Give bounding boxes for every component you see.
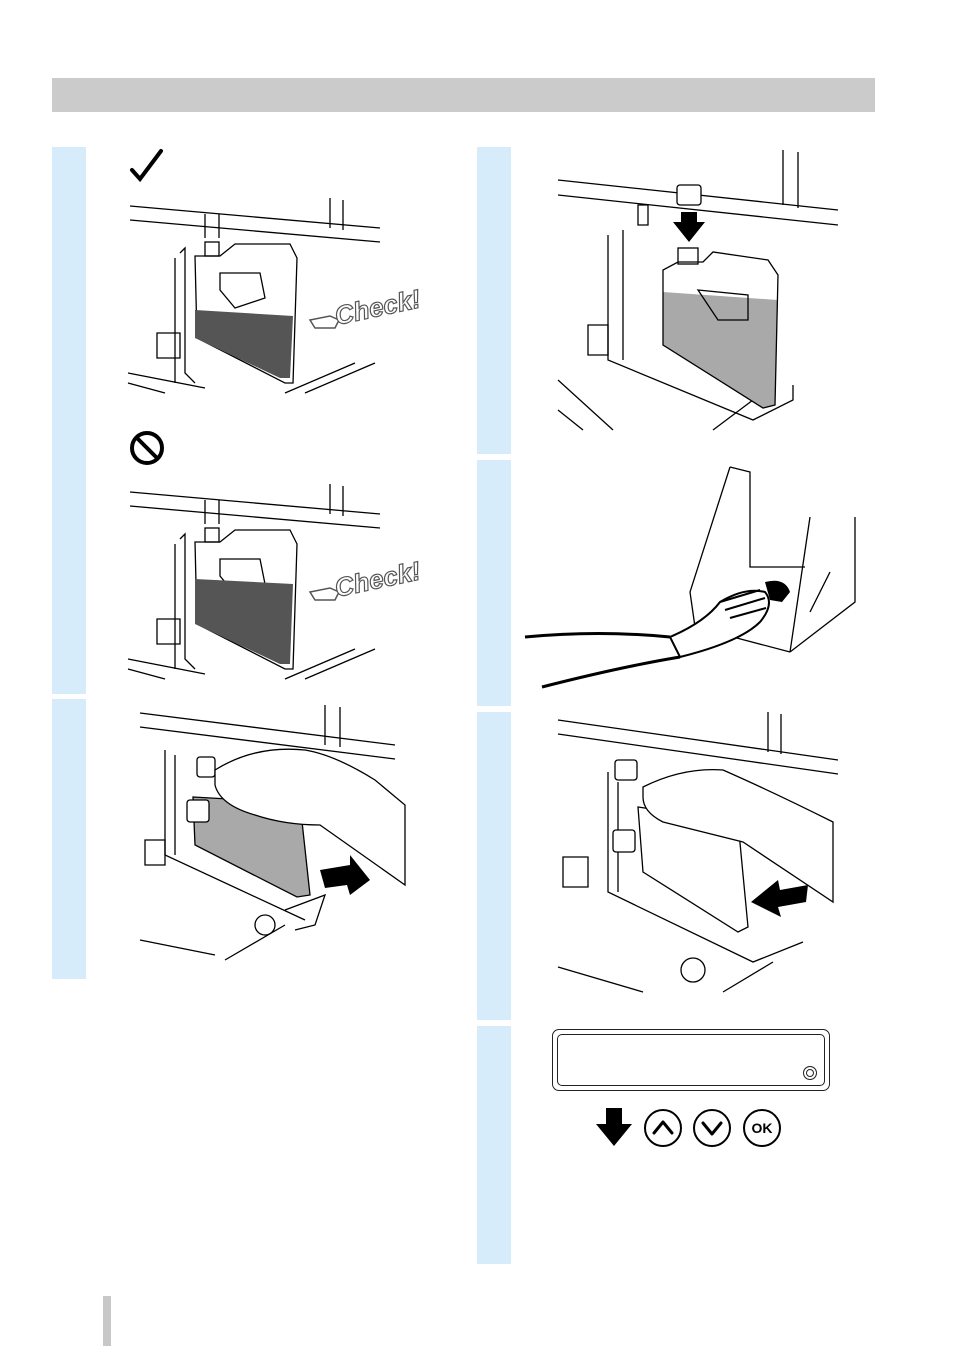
step-bar-1: [52, 147, 86, 694]
display-screen: [557, 1034, 825, 1086]
ink-bottle-overfilled-figure: Check!: [125, 484, 425, 684]
down-arrow-icon: [596, 1108, 632, 1146]
up-button[interactable]: [645, 1110, 681, 1146]
section-header-bar: [52, 78, 875, 112]
close-bottle-cap-figure: [553, 150, 853, 440]
operation-panel-display: [552, 1029, 830, 1091]
insert-ink-bottle-figure: [553, 712, 843, 1002]
step-bar-4: [477, 460, 511, 706]
down-button[interactable]: [694, 1110, 730, 1146]
panel-key-sequence: OK: [596, 1106, 786, 1150]
pull-out-arrow-icon: [320, 855, 370, 895]
step-bar-3: [477, 147, 511, 454]
step-bar-2: [52, 699, 86, 979]
step-bar-5: [477, 712, 511, 1020]
page-footer-bar: [103, 1296, 111, 1346]
status-lamp: [803, 1066, 817, 1080]
check-label: Check!: [332, 283, 423, 330]
check-label: Check!: [332, 555, 423, 602]
checkmark-icon: [128, 148, 168, 184]
remove-ink-bottle-figure: [135, 705, 435, 965]
wipe-ink-bottle-holder-figure: [520, 462, 865, 692]
down-arrow-icon: [673, 212, 705, 242]
prohibited-icon: [128, 430, 168, 466]
ink-bottle-correct-level-figure: Check!: [125, 198, 425, 398]
ok-button-label: OK: [752, 1120, 773, 1136]
ok-button[interactable]: OK: [744, 1110, 780, 1146]
step-bar-6: [477, 1026, 511, 1264]
push-in-arrow-icon: [751, 880, 808, 917]
